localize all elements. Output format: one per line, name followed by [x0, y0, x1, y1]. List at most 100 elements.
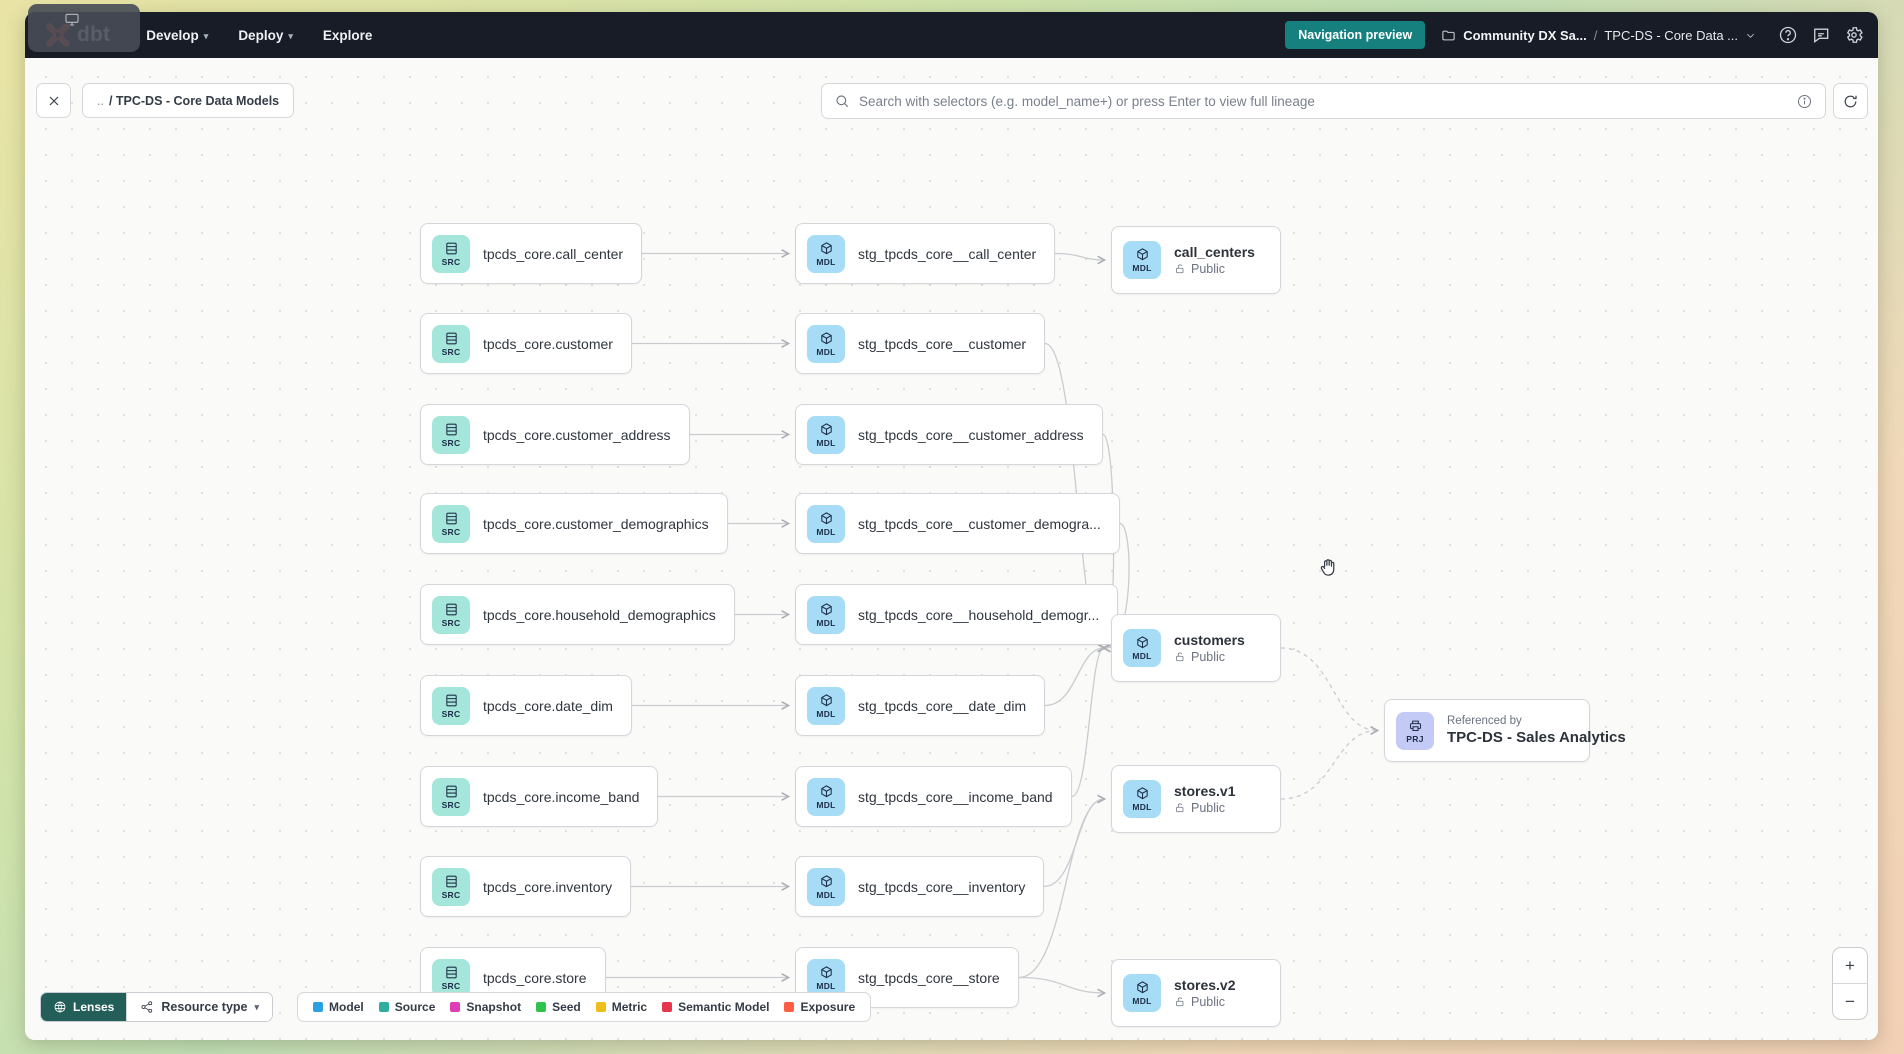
lineage-breadcrumb[interactable]: .. / TPC-DS - Core Data Models	[82, 83, 295, 118]
nav-menu: Develop▾ Deploy▾ Explore	[146, 28, 372, 43]
chevron-down-icon[interactable]	[1745, 30, 1756, 41]
breadcrumb-up-link[interactable]: ..	[97, 93, 104, 108]
lock-open-icon	[1174, 651, 1186, 663]
cube-icon: MDL	[807, 504, 845, 543]
legend-item-snapshot: Snapshot	[450, 1000, 521, 1014]
lenses-button[interactable]: Lenses	[41, 993, 127, 1021]
lineage-node-stg_customer_address[interactable]: MDL stg_tpcds_core__customer_address	[795, 404, 1103, 465]
legend-item-seed: Seed	[536, 1000, 581, 1014]
legend-swatch	[595, 1002, 606, 1012]
node-title: stores.v1	[1174, 783, 1236, 799]
node-label: tpcds_core.call_center	[483, 245, 624, 262]
lens-icon	[54, 1001, 66, 1013]
lineage-node-stg_call_center[interactable]: MDL stg_tpcds_core__call_center	[795, 223, 1056, 284]
node-label: stg_tpcds_core__customer_demogra...	[858, 515, 1101, 532]
nav-item-explore[interactable]: Explore	[322, 27, 373, 43]
node-label: tpcds_core.date_dim	[483, 697, 613, 714]
app-window: dbt Develop▾Deploy▾Explore Navigation pr…	[25, 12, 1878, 1040]
legend-item-model: Model	[313, 1000, 364, 1014]
breadcrumb-separator: /	[1593, 27, 1598, 43]
cube-icon: MDL	[807, 958, 845, 997]
monitor-icon	[65, 13, 79, 26]
lock-open-icon	[1174, 996, 1186, 1008]
feedback-icon[interactable]	[1811, 25, 1831, 45]
close-lineage-button[interactable]	[36, 83, 71, 118]
lineage-node-src_call_center[interactable]: SRC tpcds_core.call_center	[420, 223, 643, 284]
cube-icon: MDL	[807, 415, 845, 454]
node-referenced-by: Referenced by	[1447, 715, 1522, 727]
cube-icon: MDL	[807, 234, 845, 273]
gear-icon[interactable]	[1844, 25, 1864, 45]
lineage-edge	[1018, 976, 1107, 998]
database-icon: SRC	[432, 234, 470, 273]
legend-swatch	[662, 1002, 673, 1012]
node-label: stg_tpcds_core__call_center	[858, 245, 1037, 262]
node-label: tpcds_core.customer	[483, 335, 613, 352]
project-icon: PRJ	[1396, 711, 1434, 750]
node-label: stg_tpcds_core__customer_address	[858, 426, 1084, 443]
breadcrumb-page[interactable]: TPC-DS - Core Data ...	[1604, 27, 1738, 43]
chevron-down-icon: ▾	[288, 30, 293, 41]
database-icon: SRC	[432, 595, 470, 634]
nav-item-deploy[interactable]: Deploy▾	[238, 27, 293, 43]
nav-item-develop[interactable]: Develop▾	[146, 27, 209, 43]
lineage-edge	[1044, 643, 1107, 707]
lineage-node-stg_customer_demographics[interactable]: MDL stg_tpcds_core__customer_demogra...	[795, 493, 1120, 554]
top-navbar: dbt Develop▾Deploy▾Explore Navigation pr…	[25, 12, 1878, 58]
zoom-out-button[interactable]: −	[1845, 991, 1855, 1011]
node-label: tpcds_core.customer_demographics	[483, 515, 709, 532]
cube-icon: MDL	[1123, 629, 1161, 667]
node-access-badge: Public	[1174, 995, 1235, 1009]
lineage-edge	[1280, 647, 1380, 735]
resource-type-label: Resource type	[161, 1000, 248, 1014]
legend-swatch	[784, 1002, 795, 1012]
lineage-search-bar	[821, 83, 1826, 119]
node-title: call_centers	[1174, 244, 1255, 260]
chevron-down-icon: ▾	[254, 1001, 260, 1012]
breadcrumb-project[interactable]: Community DX Sa...	[1463, 27, 1587, 43]
lineage-edge	[1071, 643, 1107, 798]
node-label: stg_tpcds_core__date_dim	[858, 697, 1027, 714]
database-icon: SRC	[432, 686, 470, 725]
search-input[interactable]	[859, 93, 1787, 109]
resource-type-dropdown[interactable]: Resource type ▾	[126, 993, 273, 1021]
folder-icon	[1442, 30, 1455, 40]
node-label: tpcds_core.inventory	[483, 878, 613, 895]
legend-item-semantic-model: Semantic Model	[662, 1000, 769, 1014]
legend-swatch	[378, 1002, 389, 1012]
project-breadcrumb[interactable]: Community DX Sa... / TPC-DS - Core Data …	[1441, 28, 1756, 43]
lineage-node-src_date_dim[interactable]: SRC tpcds_core.date_dim	[420, 675, 632, 736]
node-label: stg_tpcds_core__income_band	[858, 788, 1053, 805]
help-icon[interactable]	[1778, 25, 1798, 45]
zoom-in-button[interactable]: +	[1833, 948, 1867, 984]
refresh-lineage-button[interactable]	[1833, 83, 1868, 119]
database-icon: SRC	[432, 415, 470, 454]
lock-open-icon	[1174, 802, 1186, 814]
navigation-preview-button[interactable]: Navigation preview	[1285, 21, 1426, 49]
lock-open-icon	[1174, 263, 1186, 275]
node-title: TPC-DS - Sales Analytics	[1447, 729, 1626, 746]
cube-icon: MDL	[807, 324, 845, 363]
lineage-node-prj_sales_analytics[interactable]: PRJ Referenced by TPC-DS - Sales Analytics	[1384, 699, 1626, 762]
node-access-badge: Public	[1174, 262, 1255, 276]
info-icon[interactable]	[1796, 93, 1813, 110]
close-icon	[49, 96, 58, 105]
